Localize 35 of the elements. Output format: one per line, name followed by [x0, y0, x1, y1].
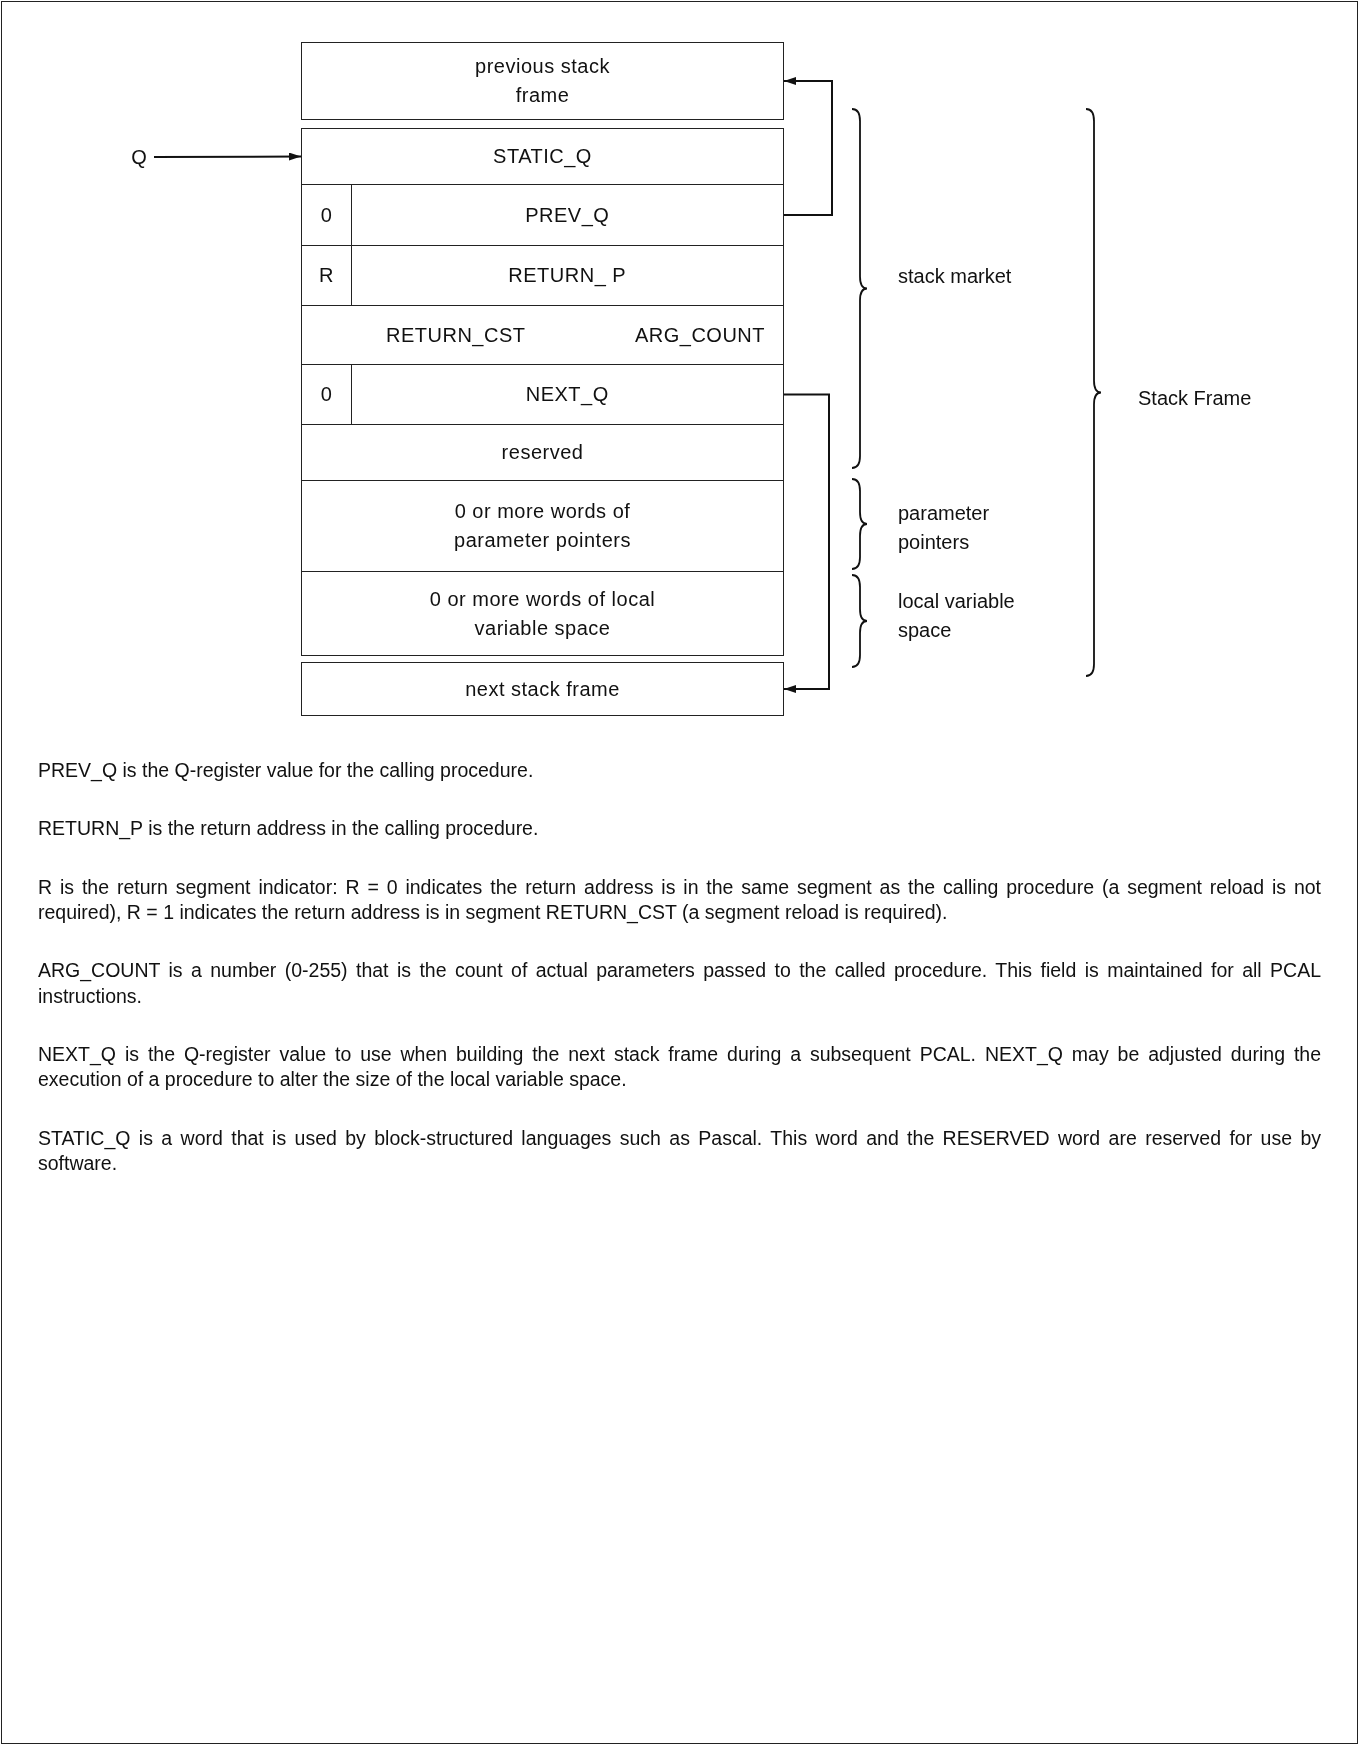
stack-word-cell [301, 571, 784, 656]
description-paragraph: PREV_Q is the Q-register value for the calling procedure. [38, 758, 535, 784]
field-label: RETURN_ P [508, 263, 627, 289]
brace-label: Stack Frame [1138, 386, 1253, 411]
field-label: ARG_COUNT [634, 322, 765, 349]
field-label: previous stack frame [474, 54, 611, 108]
description-paragraph: NEXT_Q is the Q-register value to use when building the next stack frame during a subsequent PCAL. NEXT_Q may be adjusted during the execution of a procedure to alter the size of the local variable space. [38, 1042, 1321, 1093]
description-paragraph: ARG_COUNT is a number (0-255) that is the count of actual parameters passed to the called procedure. This field is maintained for all PCAL instructions. [38, 958, 1321, 1009]
brace-label: local variable space [898, 589, 1016, 643]
field-label: next stack frame [465, 676, 620, 702]
register-label: Q [124, 142, 154, 172]
stack-word-cell [301, 480, 784, 572]
field-label: 0 [320, 382, 333, 407]
field-label: reserved [501, 440, 584, 465]
stack-word-cell [301, 128, 784, 185]
description-paragraph: RETURN_P is the return address in the calling procedure. [38, 816, 540, 842]
field-label: NEXT_Q [525, 382, 609, 408]
stack-word-cell [301, 424, 784, 481]
pointer-arrow [783, 77, 833, 216]
field-label: 0 or more words of local variable space [428, 586, 657, 641]
pointer-arrow [783, 393, 830, 693]
field-label: R [319, 263, 334, 288]
stack-word-cell [301, 662, 784, 716]
field-label: PREV_Q [525, 202, 610, 229]
description-paragraph: R is the return segment indicator: R = 0 indicates the return address is in the same segment as the calling procedure (a segment reload is not required), R = 1 indicates the return address is in segment RETURN_CST (a segment reload is required). [38, 874, 1321, 926]
stack-word-cell [301, 42, 784, 120]
brace-label: stack market [898, 264, 1013, 289]
field-label: 0 or more words of parameter pointers [453, 499, 632, 553]
description-paragraph: STATIC_Q is a word that is used by block-structured languages such as Pascal. This word and the RESERVED word are reserved for use by software. [38, 1125, 1321, 1177]
brace-label: parameter pointers [898, 501, 991, 555]
stack-word-cell [301, 305, 784, 365]
field-label: 0 [320, 202, 333, 228]
field-label: STATIC_Q [493, 144, 592, 170]
field-label: RETURN_CST [386, 322, 526, 349]
pointer-arrow [153, 152, 302, 161]
